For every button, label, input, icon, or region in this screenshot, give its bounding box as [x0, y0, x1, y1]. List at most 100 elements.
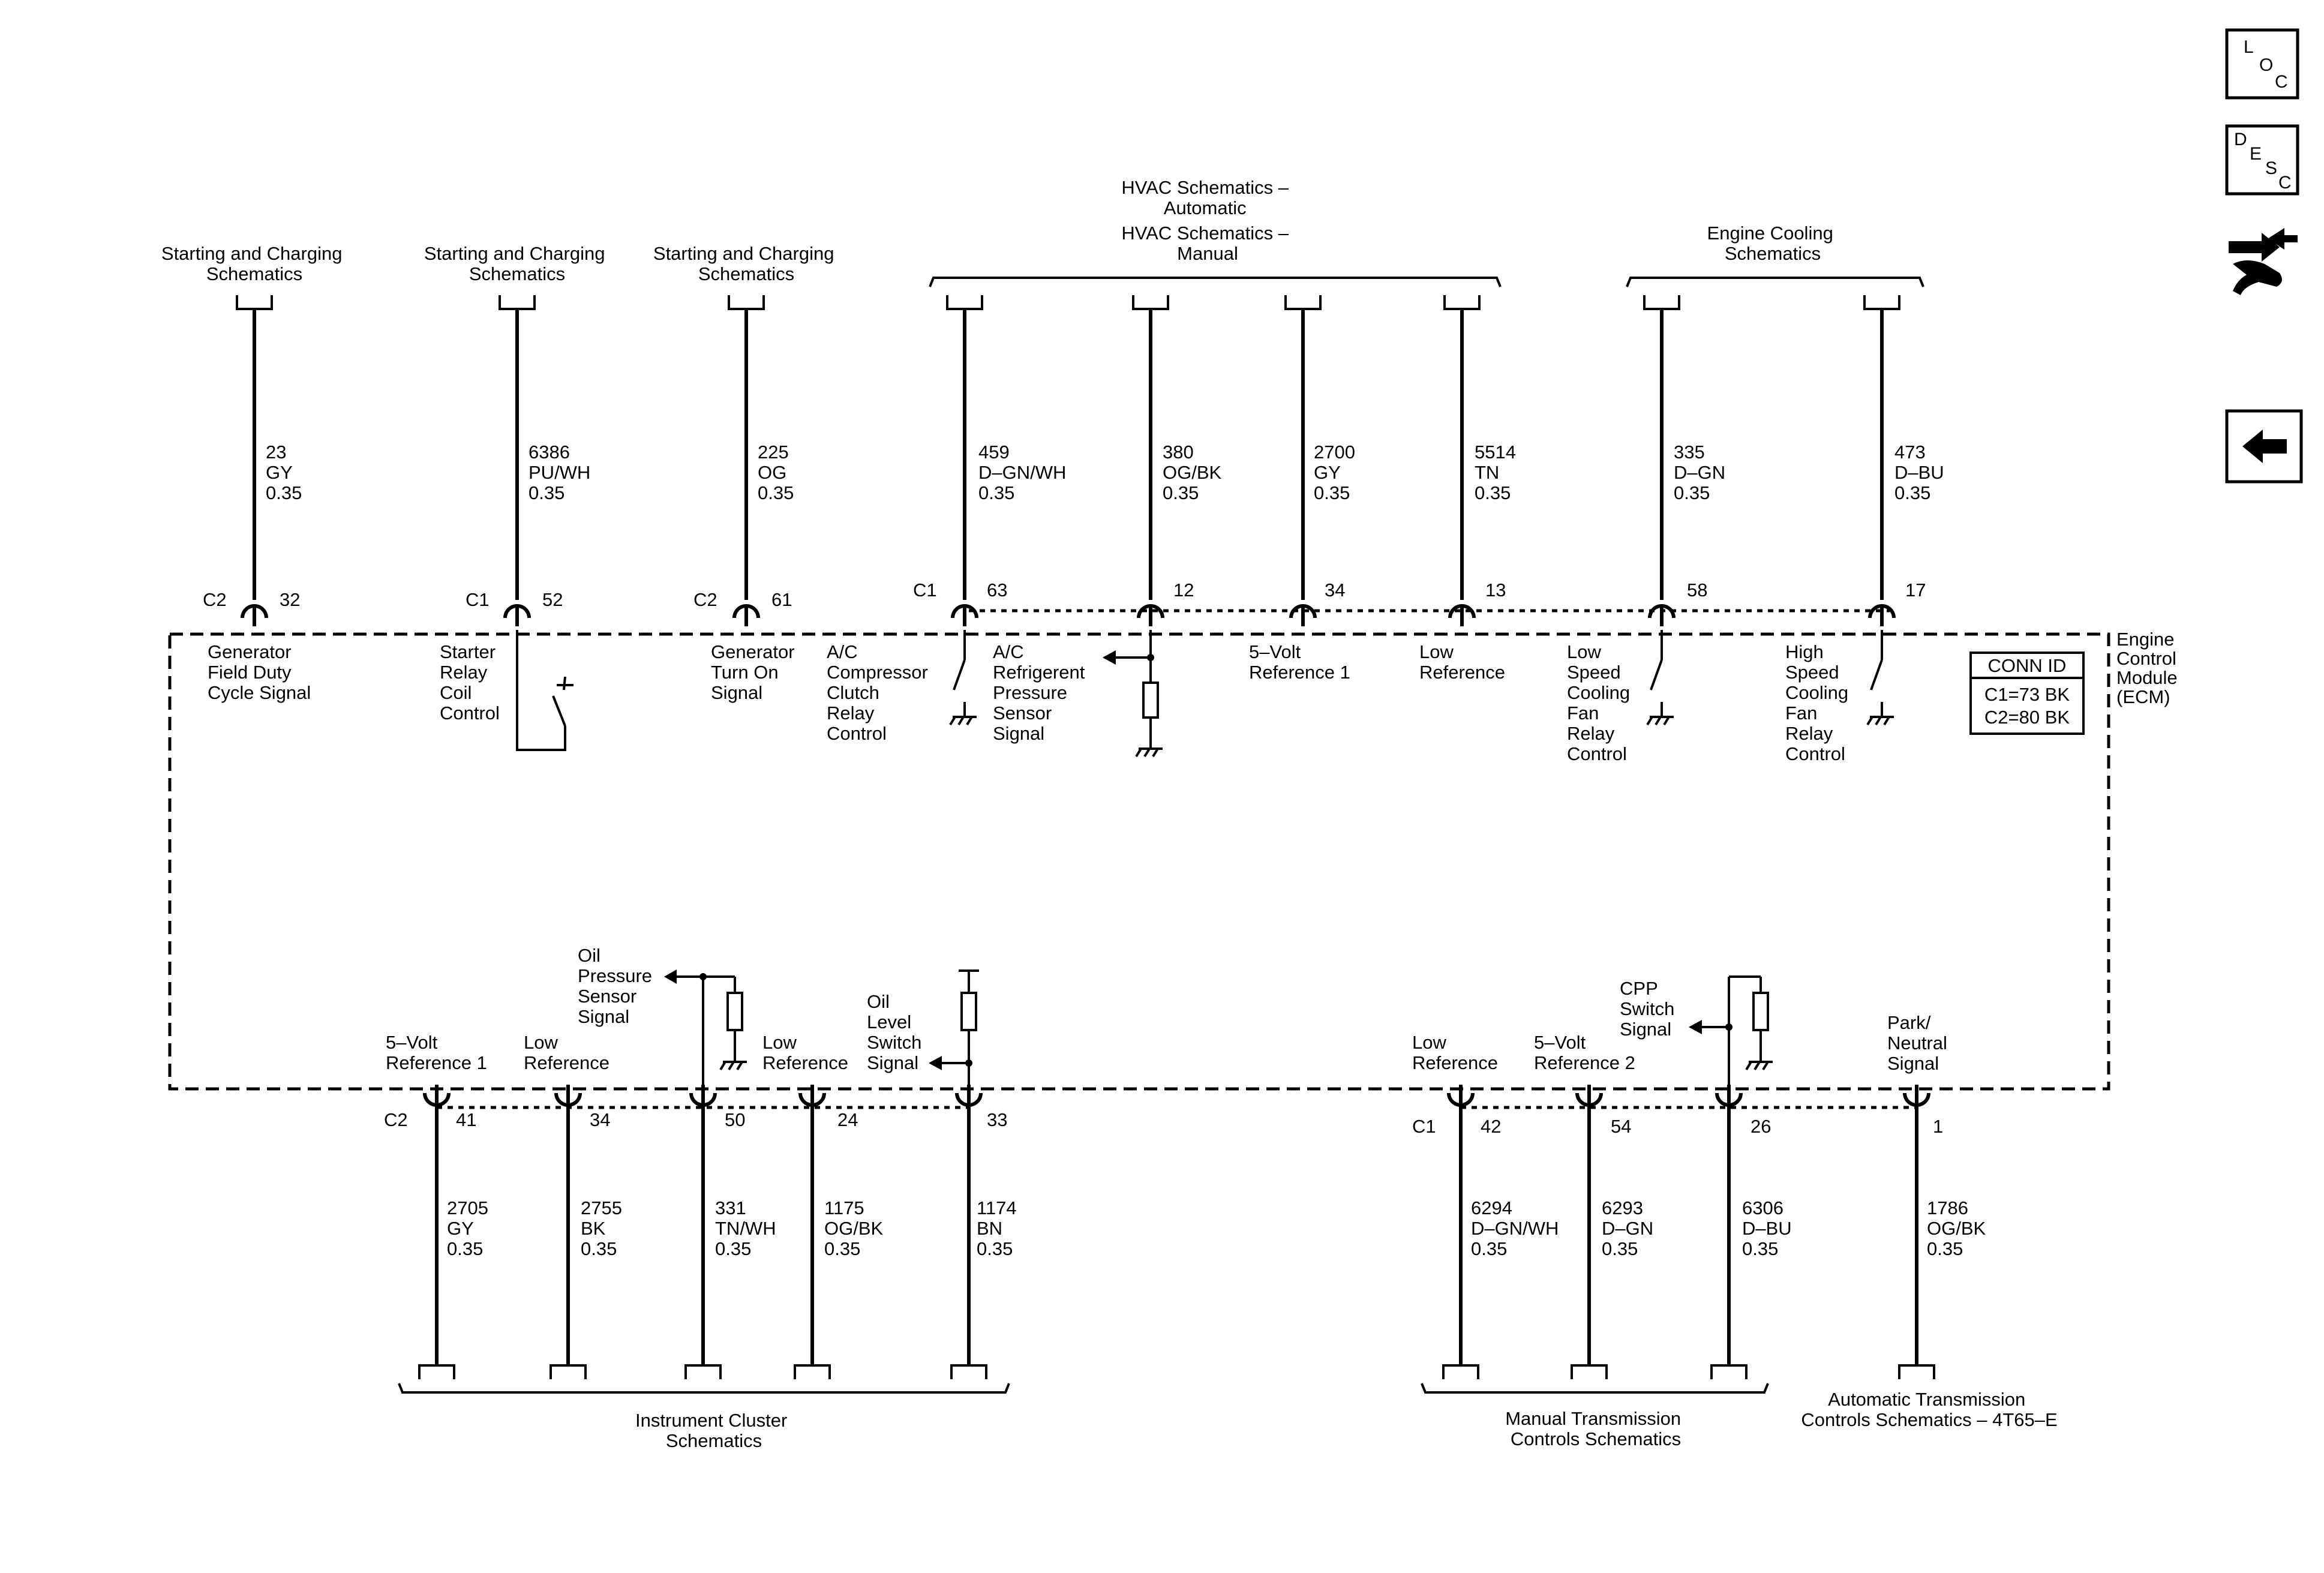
- svg-text:L: L: [2244, 37, 2254, 57]
- bottom-pin-41: C2 41: [384, 1085, 476, 1130]
- cooling-group-brace: [1626, 277, 1924, 287]
- bottom-pin-1: 1: [1903, 1085, 1943, 1137]
- svg-text:D–GN/WH: D–GN/WH: [1471, 1218, 1559, 1239]
- svg-text:0.35: 0.35: [1602, 1238, 1638, 1259]
- top-circuit-335: 335 D–GN 0.35: [1643, 295, 1725, 600]
- svg-text:OG/BK: OG/BK: [824, 1218, 884, 1239]
- wire-color: TN: [1475, 462, 1499, 483]
- circuit-number: 2700: [1314, 442, 1355, 463]
- signal-low-reference-2755: Low Reference: [524, 1032, 609, 1073]
- wire-gauge: 0.35: [978, 482, 1014, 503]
- bottom-ref-manual-transmission[interactable]: Manual Transmission Controls Schematics: [1505, 1408, 1686, 1449]
- svg-text:C2: C2: [384, 1109, 408, 1130]
- signal-ac-refrigerent-pressure: A/C Refrigerent Pressure Sensor Signal: [993, 641, 1090, 744]
- top-pin-13: 13: [1448, 580, 1506, 626]
- svg-text:26: 26: [1750, 1116, 1771, 1137]
- top-ref-starting-charging-3[interactable]: Starting and Charging Schematics: [653, 243, 839, 284]
- svg-text:34: 34: [590, 1109, 610, 1130]
- wire-gauge: 0.35: [1674, 482, 1710, 503]
- bottom-circuit-331: 331 TN/WH 0.35: [684, 1111, 776, 1379]
- svg-text:0.35: 0.35: [977, 1238, 1013, 1259]
- ac-pressure-sensor-circuit-symbol: [1103, 630, 1163, 758]
- bottom-circuit-6294: 6294 D–GN/WH 0.35: [1442, 1111, 1559, 1379]
- bottom-pin-33: 33: [955, 1085, 1007, 1130]
- svg-text:BK: BK: [581, 1218, 606, 1239]
- circuit-number: 6386: [529, 442, 570, 463]
- svg-text:61: 61: [771, 589, 792, 610]
- svg-text:E: E: [2250, 144, 2262, 164]
- top-ref-starting-charging-2[interactable]: Starting and Charging Schematics: [424, 243, 610, 284]
- conn-id-title: CONN ID: [1988, 655, 2067, 676]
- circuit-number: 23: [266, 442, 286, 463]
- svg-text:TN/WH: TN/WH: [715, 1218, 776, 1239]
- signal-5v-reference-1-top: 5–Volt Reference 1: [1249, 641, 1350, 683]
- bottom-circuit-2755: 2755 BK 0.35: [550, 1111, 622, 1379]
- top-ref-engine-cooling[interactable]: Engine Cooling Schematics: [1707, 223, 1839, 264]
- bottom-pin-50: 50: [689, 1085, 745, 1130]
- circuit-number: 225: [758, 442, 789, 463]
- wire-gauge: 0.35: [758, 482, 794, 503]
- bottom-ref-automatic-transmission[interactable]: Automatic Transmission Controls Schemati…: [1801, 1389, 2057, 1430]
- loc-button[interactable]: L O C: [2225, 28, 2299, 100]
- svg-text:42: 42: [1481, 1116, 1501, 1137]
- svg-text:C1: C1: [466, 589, 490, 610]
- svg-text:58: 58: [1687, 580, 1707, 601]
- desc-button[interactable]: D E S C: [2225, 124, 2299, 196]
- signal-low-reference-1175: Low Reference: [762, 1032, 848, 1073]
- svg-text:C: C: [2275, 72, 2288, 92]
- svg-text:1786: 1786: [1927, 1197, 1968, 1218]
- svg-text:C2: C2: [693, 589, 717, 610]
- svg-text:O: O: [2259, 55, 2273, 75]
- svg-text:13: 13: [1485, 580, 1506, 601]
- circuit-number: 473: [1894, 442, 1926, 463]
- ecm-module-outline: [168, 632, 2110, 1091]
- conn-id-c1: C1=73 BK: [1984, 684, 2070, 705]
- bottom-circuit-2705: 2705 GY 0.35: [418, 1111, 488, 1379]
- svg-text:D: D: [2234, 130, 2247, 149]
- bottom-pin-42: C1 42: [1412, 1085, 1501, 1137]
- signal-generator-field-duty: Generator Field Duty Cycle Signal: [208, 641, 311, 703]
- svg-text:S: S: [2265, 158, 2277, 178]
- svg-text:0.35: 0.35: [581, 1238, 617, 1259]
- ac-compressor-switch-symbol: [949, 630, 977, 726]
- wire-gauge: 0.35: [529, 482, 565, 503]
- instrument-cluster-brace: [398, 1383, 1010, 1394]
- top-ref-hvac[interactable]: HVAC Schematics – Automatic HVAC Schemat…: [1121, 177, 1293, 264]
- top-circuit-473: 473 D–BU 0.35: [1863, 295, 1944, 600]
- wire-color: OG/BK: [1163, 462, 1222, 483]
- svg-text:331: 331: [715, 1197, 746, 1218]
- top-ref-starting-charging-1[interactable]: Starting and Charging Schematics: [161, 243, 347, 284]
- wire-gauge: 0.35: [1894, 482, 1930, 503]
- back-button[interactable]: [2225, 409, 2303, 484]
- signal-oil-pressure-sensor: Oil Pressure Sensor Signal: [578, 945, 657, 1027]
- svg-text:C2: C2: [203, 589, 227, 610]
- top-circuit-225: 225 OG 0.35: [728, 295, 794, 600]
- svg-text:24: 24: [837, 1109, 858, 1130]
- wrench-arrows-icon[interactable]: [2229, 228, 2298, 295]
- svg-text:34: 34: [1325, 580, 1345, 601]
- svg-text:33: 33: [987, 1109, 1007, 1130]
- svg-text:OG/BK: OG/BK: [1927, 1218, 1986, 1239]
- bottom-ref-instrument-cluster[interactable]: Instrument Cluster Schematics: [635, 1410, 792, 1451]
- bottom-pin-54: 54: [1575, 1085, 1631, 1137]
- svg-text:0.35: 0.35: [824, 1238, 860, 1259]
- signal-generator-turn-on: Generator Turn On Signal: [711, 641, 800, 703]
- top-circuit-23: 23 GY 0.35: [236, 295, 302, 600]
- circuit-number: 5514: [1475, 442, 1516, 463]
- circuit-number: 335: [1674, 442, 1705, 463]
- signal-5v-reference-1-bottom: 5–Volt Reference 1: [386, 1032, 487, 1073]
- circuit-number: 380: [1163, 442, 1194, 463]
- bottom-pin-24: 24: [798, 1085, 858, 1130]
- svg-text:6306: 6306: [1742, 1197, 1783, 1218]
- wire-color: D–BU: [1894, 462, 1944, 483]
- top-circuit-5514: 5514 TN 0.35: [1443, 295, 1516, 600]
- circuit-number: 459: [978, 442, 1010, 463]
- signal-park-neutral: Park/ Neutral Signal: [1887, 1012, 1953, 1074]
- signal-low-reference-top: Low Reference: [1419, 641, 1505, 683]
- top-circuit-2700: 2700 GY 0.35: [1284, 295, 1355, 600]
- svg-text:32: 32: [280, 589, 300, 610]
- low-speed-fan-switch-symbol: [1646, 630, 1674, 726]
- top-pin-58: 58: [1648, 580, 1707, 626]
- bottom-pin-34: 34: [554, 1085, 610, 1130]
